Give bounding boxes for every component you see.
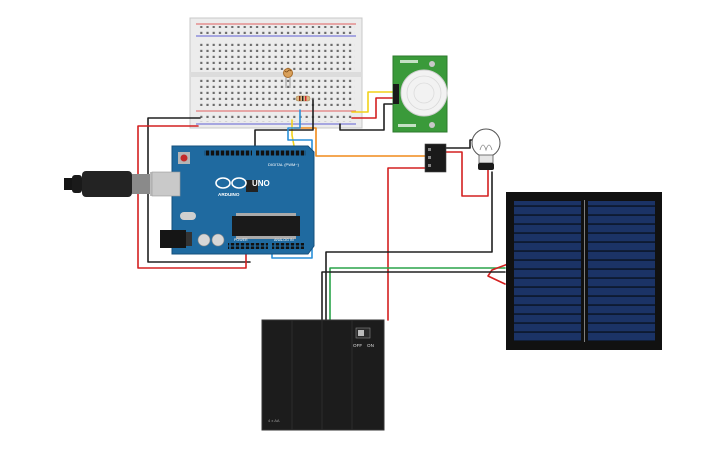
- usb-cable: [64, 171, 156, 197]
- wire-orange: [293, 127, 426, 157]
- wire-red-left: [137, 125, 247, 269]
- arduino-model: UNO: [252, 179, 270, 188]
- wire-red-relay-bulb: [444, 151, 489, 197]
- wire-black-bb: [254, 99, 314, 147]
- wire-red-pir: [351, 97, 395, 119]
- battery-spec-label: 4 x AA: [268, 418, 280, 423]
- breadboard: [189, 17, 363, 129]
- arduino-power-label: POWER: [234, 238, 248, 242]
- wire-black-solar: [321, 271, 506, 321]
- wire-red-relay-battery: [387, 167, 426, 321]
- photoresistor: [283, 68, 293, 88]
- wire-blue: [271, 109, 313, 259]
- solar-panel: [506, 192, 662, 350]
- wire-green-solar: [329, 267, 506, 321]
- wire-yellow-pir: [351, 91, 395, 113]
- resistor: [295, 95, 311, 102]
- wire-black-pir: [339, 103, 395, 131]
- wire-black-bulb-solar: [325, 171, 493, 321]
- arduino-uno: DIGITAL (PWM~) POWER ANALOG IN UNO ARDUI…: [151, 145, 315, 255]
- arduino-brand: ARDUINO: [218, 192, 240, 197]
- wire-red-solar: [487, 263, 509, 285]
- battery-switch-off-label: OFF: [353, 343, 362, 348]
- light-bulb: [471, 128, 501, 170]
- arduino-logo-icon: [215, 177, 247, 189]
- pir-sensor: [392, 55, 448, 133]
- relay: [424, 143, 447, 173]
- pir-dome-icon: [400, 69, 448, 117]
- battery-pack: OFF ON 4 x AA: [261, 319, 385, 431]
- battery-switch-on-label: ON: [367, 343, 374, 348]
- wires: [137, 91, 509, 321]
- arduino-analog-label: ANALOG IN: [274, 238, 294, 242]
- wire-yellow-bb: [291, 119, 295, 147]
- arduino-digital-label: DIGITAL (PWM~): [268, 162, 300, 167]
- battery-switch[interactable]: [358, 330, 364, 336]
